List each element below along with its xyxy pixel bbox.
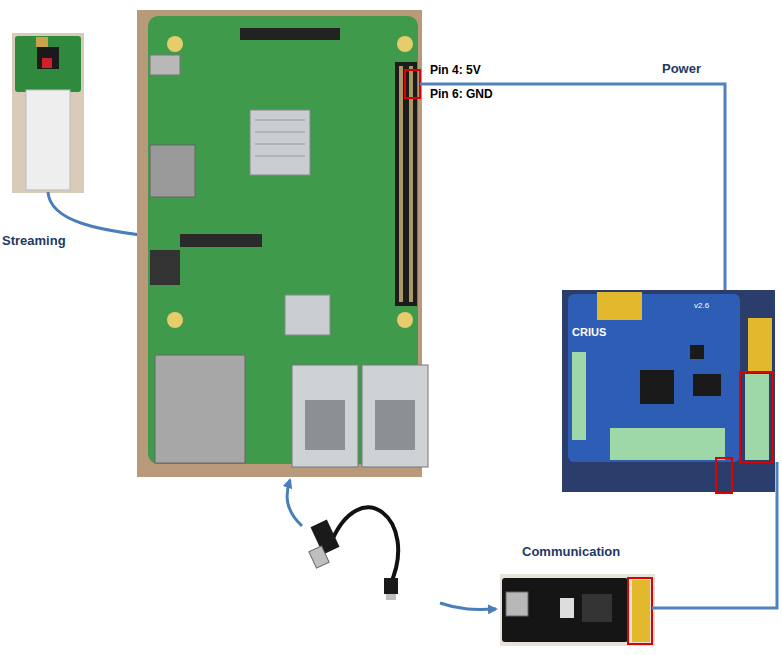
ftdi-board bbox=[500, 574, 655, 646]
board-marking: v2.6 bbox=[694, 302, 709, 311]
usb-cable bbox=[309, 507, 398, 600]
wire-label: Streaming bbox=[2, 234, 66, 248]
wire-label: Power bbox=[662, 62, 701, 76]
board-marking: CRIUS bbox=[572, 326, 606, 338]
camera-module bbox=[12, 33, 84, 193]
communication-wire bbox=[652, 462, 777, 608]
pin-label: Pin 4: 5V bbox=[430, 64, 481, 77]
usb-to-pi-arrow bbox=[287, 480, 302, 526]
pin-label: Pin 6: GND bbox=[430, 88, 493, 101]
crius-board bbox=[562, 290, 775, 493]
wire-label: Communication bbox=[522, 545, 620, 559]
usb-to-ftdi-arrow bbox=[440, 603, 496, 609]
raspberry-pi bbox=[137, 10, 428, 477]
